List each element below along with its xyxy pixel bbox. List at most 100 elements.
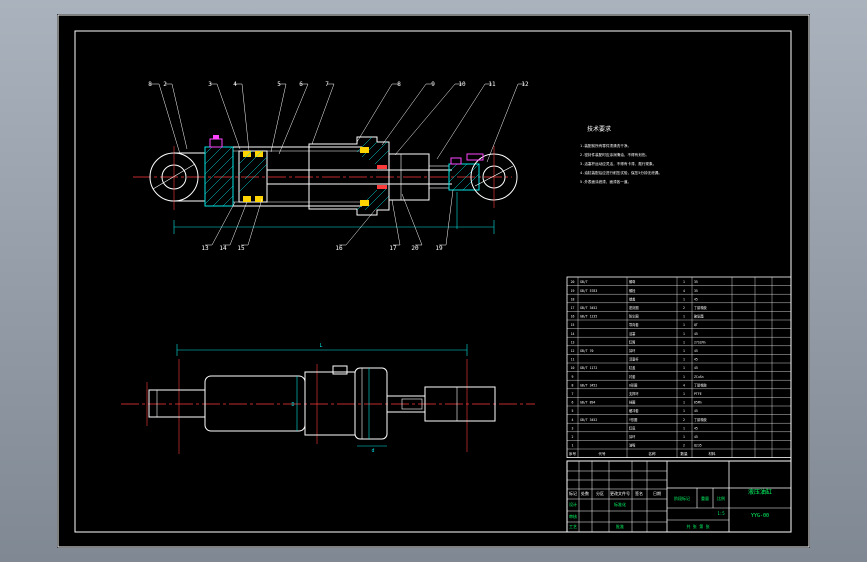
tb-drawing-name: 液压油缸 (748, 488, 772, 496)
bom-material: 45 (694, 409, 698, 413)
bom-header-code: 代号 (598, 451, 606, 456)
tb-approve: 批准 (616, 523, 624, 529)
rod-clevis (448, 163, 480, 191)
bom-material: 45 (694, 435, 698, 439)
dim-rod: d (371, 448, 374, 454)
tech-note: 5.外表面涂底漆、面漆各一道。 (580, 179, 631, 184)
tech-note: 2.密封件装配时应涂润滑油，不得有划伤。 (580, 152, 649, 157)
bom-name: 活塞 (629, 331, 636, 336)
bom-material: 45 (694, 426, 698, 430)
bom-header: 序号 代号 名称 数量 材料 (569, 451, 716, 456)
bom-header-material: 材料 (708, 451, 716, 456)
bom-material: 45 (694, 332, 698, 336)
bom-name: 支撑环 (629, 391, 639, 396)
bom-name: 衬套 (629, 374, 636, 379)
bom-no: 14 (571, 332, 575, 336)
tb-zone: 分区 (596, 490, 604, 496)
bom-name: 螺栓 (629, 288, 636, 293)
bom-material: PTFE (694, 392, 702, 396)
bom-qty: 1 (683, 366, 685, 370)
tb-scale: 1:5 (717, 511, 725, 516)
bom-qty: 1 (683, 375, 685, 379)
bom-material: 45 (694, 349, 698, 353)
balloon-label: 6 (299, 81, 303, 88)
bom-no: 13 (571, 340, 575, 344)
balloon-label: 4 (233, 81, 237, 88)
bom-name: 螺母 (629, 279, 635, 284)
bom-no: 9 (572, 375, 574, 379)
title-block: 标记 处数 分区 更改文件号 签名 日期 设计 标准化 审核 工艺 批准 阶段标… (566, 460, 792, 533)
balloon-label: 14 (219, 245, 227, 252)
balloon-label: 8 (148, 81, 152, 88)
bom-no: 11 (571, 358, 575, 362)
balloon-label: 15 (237, 245, 245, 252)
bom-code: GB/T 1172 (580, 366, 597, 370)
bom-name: 缸筒 (629, 339, 635, 344)
bom-qty: 2 (683, 306, 685, 310)
bom-material: 27SiMn (694, 340, 706, 344)
tb-process: 工艺 (569, 524, 577, 529)
bom-material: 45 (694, 366, 698, 370)
dim-overall: L (319, 343, 322, 349)
bom-code: GB/T (580, 280, 588, 284)
bom-qty: 4 (683, 289, 685, 293)
bom-no: 12 (571, 349, 575, 353)
bom-header-no: 序号 (569, 451, 577, 456)
bom-qty: 1 (683, 349, 685, 353)
bom-no: 20 (571, 280, 575, 284)
bom-material: QT (694, 323, 698, 327)
bom-qty: 1 (683, 280, 685, 284)
balloon-label: 12 (521, 81, 529, 88)
balloon-label: 16 (335, 245, 343, 252)
balloon-label: 2 (163, 81, 167, 88)
outer-frame (57, 14, 810, 548)
bom-header-name: 名称 (648, 451, 656, 456)
bom-row: 10 GB/T 1172 缸盖 1 45 (571, 365, 698, 370)
balloon-label: 8 (397, 81, 401, 88)
balloon-label: 10 (458, 81, 466, 88)
bom-code: GB/T 3452 (580, 383, 597, 387)
bom-material: 丁腈橡胶 (694, 417, 708, 422)
exterior-view (121, 344, 535, 454)
bom-material: 35 (694, 280, 698, 284)
balloon-label: 17 (389, 245, 397, 252)
bom-material: 35 (694, 289, 698, 293)
tb-mark: 标记 (569, 490, 577, 496)
bom-name: 导向套 (629, 322, 639, 327)
tb-change: 更改文件号 (610, 490, 630, 496)
bom-name: 缸底 (629, 425, 636, 430)
balloon-label: 20 (411, 245, 419, 252)
tb-weight-label: 重量 (701, 495, 709, 501)
bom-material: 丁腈橡胶 (694, 382, 708, 387)
bom-name: Y形圈 (629, 417, 637, 422)
bom-header-qty: 数量 (680, 451, 688, 456)
balloon-label: 5 (277, 81, 281, 88)
bom-name: 缓冲套 (629, 408, 639, 413)
dim-bore: D (291, 402, 294, 408)
balloon-label: 9 (431, 81, 435, 88)
balloon-leaders (150, 83, 525, 163)
bom-qty: 2 (683, 418, 685, 422)
bom-material: 65Mn (694, 401, 702, 405)
bom-name: 油嘴 (629, 443, 636, 448)
bom-qty: 1 (683, 340, 685, 344)
bom-no: 10 (571, 366, 575, 370)
bom-qty: 4 (683, 383, 685, 387)
section-view (133, 135, 518, 234)
bom-name: 缸盖 (629, 365, 636, 370)
bom-qty: 1 (683, 401, 685, 405)
